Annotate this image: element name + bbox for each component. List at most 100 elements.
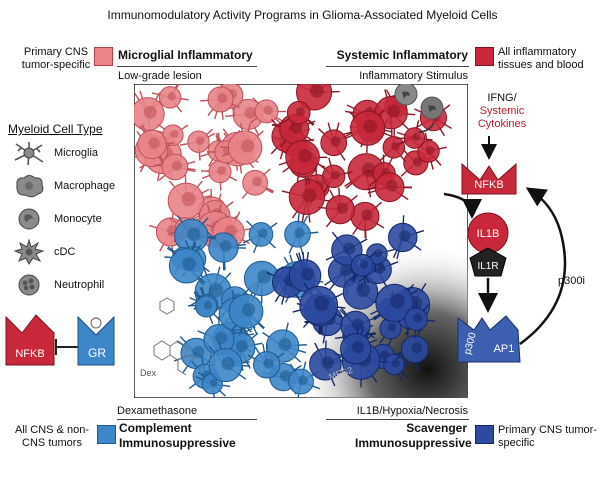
bottom-left-scope: All CNS & non-CNS tumors <box>15 424 89 449</box>
left-nfkb-shape <box>5 314 55 366</box>
scavenger-immunosuppressive-cell <box>309 340 349 387</box>
legend-label-microglia: Microglia <box>54 147 99 159</box>
monocyte-entering-icon <box>394 84 444 133</box>
top-left-program-name: Microglial Inflammatory <box>118 48 253 62</box>
top-left-context: Low-grade lesion <box>118 70 202 82</box>
p300i-label: p300i <box>558 275 585 287</box>
bottom-left-divider <box>117 419 257 420</box>
complement-immunosuppressive-cell <box>206 231 247 271</box>
gr-receptor-shape <box>77 315 115 366</box>
legend-label-macrophage: Macrophage <box>54 180 116 192</box>
bottom-right-swatch <box>475 425 494 444</box>
il1r-label: IL1R <box>477 261 498 272</box>
legend-title: Myeloid Cell Type <box>8 122 103 136</box>
systemic-inflammatory-cell <box>318 187 358 228</box>
stimulus-label-line-1: IFNG/ <box>487 92 517 104</box>
microglial-inflammatory-cell <box>151 84 189 113</box>
legend-label-neutrophil: Neutrophil <box>54 279 105 291</box>
complement-immunosuppressive-cell <box>247 343 285 379</box>
macrophage-icon <box>16 175 44 198</box>
microglial-inflammatory-cell <box>241 168 274 199</box>
top-right-scope: All inflammatory tissues and blood <box>498 46 584 71</box>
scavenger-immunosuppressive-cell <box>350 251 376 285</box>
microglial-inflammatory-cell <box>220 123 264 165</box>
scavenger-immunosuppressive-cell <box>340 325 378 365</box>
bottom-right-program-name: Scavenger Immunosuppressive <box>355 421 472 450</box>
bottom-right-context: IL1B/Hypoxia/Necrosis <box>356 405 468 417</box>
scavenger-immunosuppressive-cell <box>370 283 419 322</box>
scavenger-immunosuppressive-cell <box>292 282 346 325</box>
microglial-inflammatory-cell <box>137 124 175 165</box>
top-right-context: Inflammatory Stimulus <box>359 70 468 82</box>
page-title: Immunomodulatory Activity Programs in Gl… <box>107 8 498 22</box>
systemic-inflammatory-cell <box>281 178 333 223</box>
legend-item-monocyte: Monocyte <box>12 206 102 232</box>
microglial-inflammatory-cell <box>200 157 238 191</box>
legend-item-macrophage: Macrophage <box>12 173 115 199</box>
left-nfkb-label: NFKB <box>15 348 44 360</box>
legend-item-microglia: Microglia <box>12 140 98 166</box>
systemic-inflammatory-cell <box>367 172 412 203</box>
scavenger-immunosuppressive-cell <box>388 215 425 260</box>
systemic-inflammatory-cell <box>278 139 328 182</box>
scavenger-immunosuppressive-cell <box>404 299 436 339</box>
il1r-shape <box>469 247 507 277</box>
microglial-inflammatory-cell <box>225 98 271 136</box>
complement-immunosuppressive-cell <box>242 220 278 254</box>
left-pathway: NFKB GR <box>5 314 115 366</box>
complement-immunosuppressive-cell <box>284 213 319 255</box>
bottom-right-divider <box>326 419 469 420</box>
microglial-inflammatory-cell <box>200 86 240 120</box>
scavenger-immunosuppressive-cell <box>393 328 429 371</box>
complement-immunosuppressive-cell <box>241 260 285 304</box>
bottom-right-scope: Primary CNS tumor-specific <box>498 424 598 449</box>
complement-immunosuppressive-cell <box>193 288 220 325</box>
bottom-left-swatch <box>97 425 116 444</box>
complement-immunosuppressive-cell <box>208 341 251 383</box>
top-left-divider <box>117 66 257 67</box>
bottom-left-program-name: Complement Immunosuppressive <box>119 421 236 450</box>
cdc-icon <box>13 239 45 265</box>
systemic-inflammatory-cell <box>396 120 433 149</box>
legend-item-neutrophil: Neutrophil <box>12 272 104 298</box>
systemic-inflammatory-cell <box>318 157 353 194</box>
top-right-swatch <box>475 47 494 66</box>
stimulus-label-line-2: Systemic <box>479 105 525 117</box>
microglia-icon <box>14 142 44 166</box>
gr-label: GR <box>88 346 106 360</box>
complement-immunosuppressive-cell <box>168 241 206 286</box>
systemic-inflammatory-cell <box>412 132 447 170</box>
complement-immunosuppressive-cell <box>228 293 265 336</box>
monocyte-icon <box>18 208 40 230</box>
scavenger-immunosuppressive-cell <box>288 251 322 294</box>
microglial-inflammatory-cell <box>179 128 216 161</box>
nfkb-to-il1b-arrow <box>443 192 482 219</box>
complement-immunosuppressive-cell <box>174 215 217 259</box>
systemic-inflammatory-cell <box>317 122 353 161</box>
il1b-label: IL1B <box>477 228 500 240</box>
microglial-inflammatory-cell <box>154 153 196 181</box>
p300-ap1-complex <box>457 315 521 363</box>
stimulus-label: IFNG/ Systemic Cytokines <box>462 92 542 131</box>
systemic-inflammatory-cell <box>343 109 386 154</box>
dex-label: Dex <box>140 368 157 378</box>
microglial-inflammatory-cell <box>134 90 165 139</box>
microglial-inflammatory-cell <box>250 97 287 125</box>
systemic-inflammatory-cell <box>281 100 315 131</box>
complement-immunosuppressive-cell <box>197 316 235 362</box>
dexamethasone-molecule-icon <box>153 297 196 376</box>
right-pathway: NFKB IL1B IL1R p300 AP1 p300i <box>443 136 585 363</box>
tissue-illustration: Dex MES2 <box>134 84 468 398</box>
top-left-swatch <box>94 47 113 66</box>
stimulus-label-line-3: Cytokines <box>477 118 527 130</box>
neutrophil-icon <box>18 274 40 296</box>
top-right-program-name: Systemic Inflammatory <box>336 48 468 62</box>
legend-label-monocyte: Monocyte <box>54 213 102 225</box>
legend-item-cdc: cDC <box>12 239 75 265</box>
complement-immunosuppressive-cell <box>288 361 321 398</box>
right-nfkb-label: NFKB <box>474 179 503 191</box>
feedback-arrow <box>519 187 567 346</box>
right-nfkb-shape <box>461 162 517 195</box>
bottom-left-context: Dexamethasone <box>117 405 198 417</box>
ap1-label: AP1 <box>494 343 515 355</box>
